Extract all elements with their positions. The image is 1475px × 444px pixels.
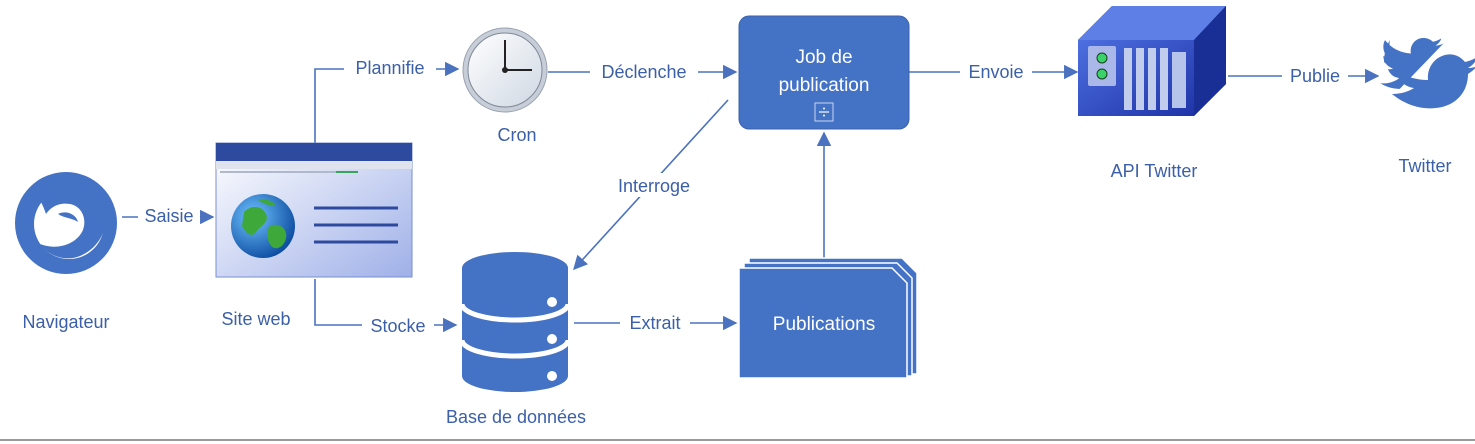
edge-plannifie [314, 61, 460, 143]
database-icon [459, 252, 571, 392]
firefox-icon [15, 172, 117, 274]
node-label-api-twitter: API Twitter [1111, 161, 1198, 181]
node-label-navigateur: Navigateur [22, 312, 109, 332]
expand-icon [814, 102, 834, 122]
edge-label-interroge: Interroge [618, 176, 690, 196]
edge-label-declenche: Déclenche [601, 62, 686, 82]
job-publication-box: Job de publication [738, 15, 910, 130]
node-label-cron: Cron [497, 125, 536, 145]
edge-label-stocke: Stocke [370, 316, 425, 336]
server-icon [1078, 6, 1226, 116]
globe-icon [231, 194, 295, 258]
node-label-base: Base de données [446, 407, 586, 427]
node-label-site-web: Site web [221, 309, 290, 329]
publications-label: Publications [773, 314, 875, 335]
edge-label-envoie: Envoie [968, 62, 1023, 82]
publications-stack: Publications [738, 257, 918, 379]
edge-label-extrait: Extrait [629, 313, 680, 333]
job-label-line1: Job de [795, 47, 852, 68]
twitter-bird-icon [1380, 38, 1475, 109]
job-label-line2: publication [779, 75, 870, 96]
clock-icon [462, 27, 548, 113]
node-label-twitter: Twitter [1398, 156, 1451, 176]
edge-label-plannifie: Plannifie [355, 58, 424, 78]
edge-label-publie: Publie [1290, 66, 1340, 86]
edge-label-saisie: Saisie [144, 206, 193, 226]
website-icon [215, 142, 413, 278]
